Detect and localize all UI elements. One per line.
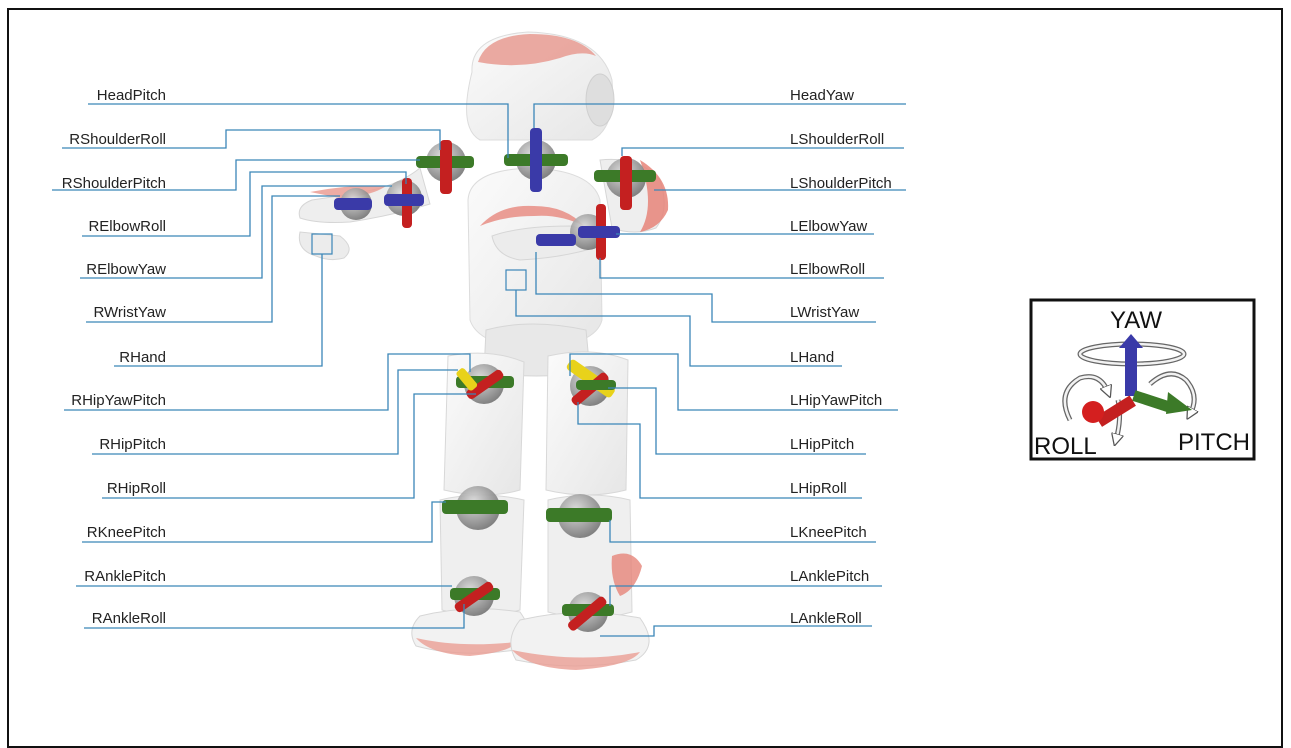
label-headyaw: HeadYaw bbox=[790, 87, 854, 104]
legend-yaw-label: YAW bbox=[1110, 307, 1162, 334]
label-lkneepitch: LKneePitch bbox=[790, 524, 867, 541]
label-relbowyaw: RElbowYaw bbox=[86, 261, 166, 278]
label-lshoulderroll: LShoulderRoll bbox=[790, 131, 884, 148]
axis-legend: YAW ROLL PITCH bbox=[1031, 300, 1254, 460]
label-relbowroll: RElbowRoll bbox=[88, 218, 166, 235]
label-lhand: LHand bbox=[790, 349, 834, 366]
legend-pitch-label: PITCH bbox=[1178, 429, 1250, 456]
label-headpitch: HeadPitch bbox=[97, 87, 166, 104]
label-lanklepitch: LAnklePitch bbox=[790, 568, 869, 585]
legend-roll-label: ROLL bbox=[1034, 433, 1097, 460]
label-lhiproll: LHipRoll bbox=[790, 480, 847, 497]
label-rkneepitch: RKneePitch bbox=[87, 524, 166, 541]
label-ranklepitch: RAnklePitch bbox=[84, 568, 166, 585]
left-joint-labels: HeadYaw LShoulderRoll LShoulderPitch LEl… bbox=[790, 87, 892, 627]
label-rankleroll: RAnkleRoll bbox=[92, 610, 166, 627]
label-lwristyaw: LWristYaw bbox=[790, 304, 859, 321]
robot-ear bbox=[586, 74, 614, 126]
leader-lshoulderroll bbox=[622, 148, 904, 156]
right-joint-labels: HeadPitch RShoulderRoll RShoulderPitch R… bbox=[62, 87, 166, 627]
label-lankleroll: LAnkleRoll bbox=[790, 610, 862, 627]
label-rhippitch: RHipPitch bbox=[99, 436, 166, 453]
label-lelbowyaw: LElbowYaw bbox=[790, 218, 867, 235]
robot-illustration bbox=[299, 32, 668, 670]
label-rwristyaw: RWristYaw bbox=[93, 304, 166, 321]
label-rhiproll: RHipRoll bbox=[107, 480, 166, 497]
label-rhand: RHand bbox=[119, 349, 166, 366]
robot-right-hand bbox=[299, 232, 349, 260]
label-lhippitch: LHipPitch bbox=[790, 436, 854, 453]
leader-lanklepitch bbox=[610, 586, 882, 606]
label-rhipyawpitch: RHipYawPitch bbox=[71, 392, 166, 409]
label-lhipyawpitch: LHipYawPitch bbox=[790, 392, 882, 409]
label-lelbowroll: LElbowRoll bbox=[790, 261, 865, 278]
label-rshoulderroll: RShoulderRoll bbox=[69, 131, 166, 148]
label-lshoulderpitch: LShoulderPitch bbox=[790, 175, 892, 192]
nao-joint-diagram: HeadPitch RShoulderRoll RShoulderPitch R… bbox=[0, 0, 1291, 731]
label-rshoulderpitch: RShoulderPitch bbox=[62, 175, 166, 192]
